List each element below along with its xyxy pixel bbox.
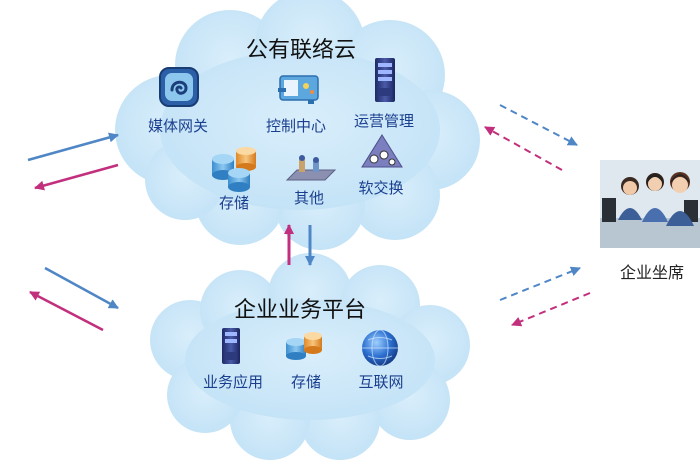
node-label-storage: 存储 <box>218 194 250 212</box>
agents-photo <box>600 160 700 248</box>
softswitch-icon <box>361 134 403 168</box>
node-label-other: 其他 <box>293 189 325 207</box>
node-label-media-gateway: 媒体网关 <box>147 117 209 135</box>
left-top-outgoing-arrow <box>27 132 119 162</box>
left-bottom-outgoing-arrow <box>44 266 119 310</box>
storage-icon <box>212 147 256 192</box>
right-bottom-magenta-dashed-arrow <box>511 292 591 327</box>
right-bottom-blue-dashed-arrow <box>499 266 581 301</box>
node-label-business-app: 业务应用 <box>202 373 264 391</box>
node-label-operations: 运营管理 <box>353 112 415 130</box>
node-label-enterprise-storage: 存储 <box>290 373 322 391</box>
agent-label: 企业坐席 <box>620 263 685 282</box>
globe-icon <box>362 329 398 367</box>
right-top-blue-dashed-arrow <box>499 104 578 146</box>
other-device-icon <box>285 155 337 181</box>
right-top-magenta-dashed-arrow <box>484 126 563 171</box>
server-icon <box>375 58 395 102</box>
node-label-internet: 互联网 <box>358 373 404 391</box>
media-gateway-icon <box>159 67 199 107</box>
node-label-control-center: 控制中心 <box>265 117 327 135</box>
node-label-softswitch: 软交换 <box>358 179 404 197</box>
enterprise-cloud-title: 企业业务平台 <box>233 298 367 323</box>
control-center-icon <box>278 75 319 104</box>
server-icon <box>222 328 240 364</box>
storage-icon <box>286 332 322 360</box>
enterprise-cloud-shape <box>150 253 470 460</box>
left-bottom-incoming-arrow <box>29 290 104 332</box>
public-cloud-title: 公有联络云 <box>245 38 357 63</box>
left-top-incoming-arrow <box>34 163 119 191</box>
